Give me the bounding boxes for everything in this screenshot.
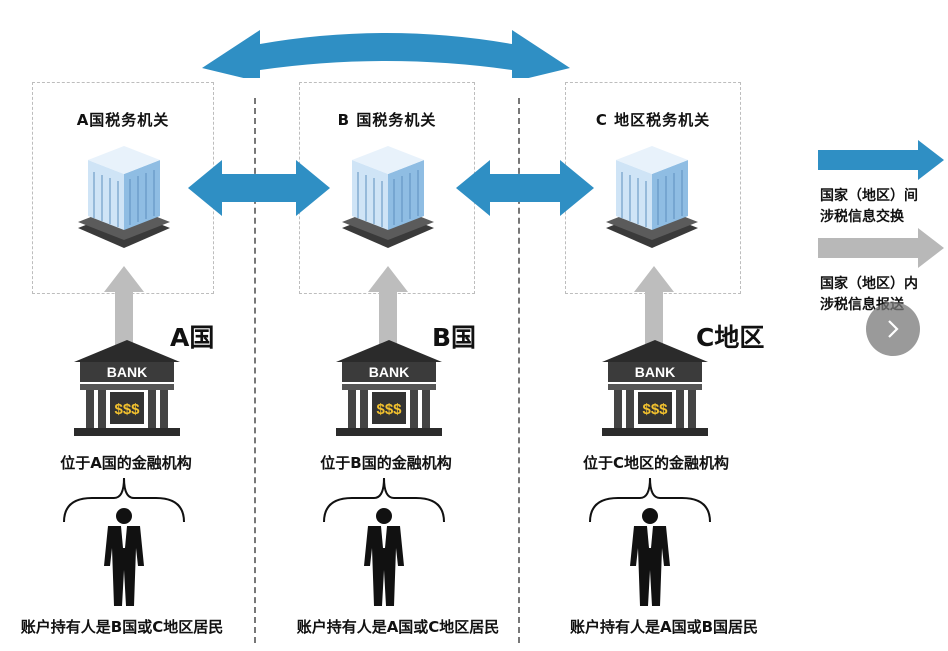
- country-label-c: C地区: [696, 323, 765, 352]
- institution-label-a: 位于A国的金融机构: [60, 454, 192, 472]
- institution-label-c: 位于C地区的金融机构: [582, 454, 729, 472]
- divider-left: [254, 98, 256, 643]
- building-icon: [606, 146, 698, 248]
- bank-money: $$$: [642, 401, 668, 418]
- bank-money: $$$: [376, 401, 402, 418]
- report-arrow-b: [368, 266, 408, 356]
- tax-authority-title: C 地区税务机关: [595, 111, 711, 129]
- building-icon: [342, 146, 434, 248]
- person-icon: [104, 508, 144, 606]
- divider-right: [518, 98, 520, 643]
- legend-exchange-label: 国家（地区）间 涉税信息交换: [820, 188, 918, 225]
- country-label-b: B国: [432, 323, 477, 352]
- account-holder-label-b: 账户持有人是A国或C地区居民: [296, 618, 500, 636]
- account-holder-label-a: 账户持有人是B国或C地区居民: [20, 618, 224, 636]
- top-curved-exchange-arrow: [202, 30, 570, 78]
- bank-sign: BANK: [635, 364, 675, 380]
- report-arrow-c: [634, 266, 674, 356]
- report-arrow-a: [104, 266, 144, 356]
- institution-label-b: 位于B国的金融机构: [320, 454, 452, 472]
- brace-icon: [63, 477, 185, 523]
- brace-icon: [589, 477, 711, 523]
- person-icon: [630, 508, 670, 606]
- tax-authority-title: A国税务机关: [76, 111, 170, 129]
- bank-sign: BANK: [107, 364, 147, 380]
- bank-sign: BANK: [369, 364, 409, 380]
- next-button[interactable]: [866, 302, 920, 356]
- country-label-a: A国: [170, 323, 215, 352]
- brace-icon: [323, 477, 445, 523]
- exchange-arrow-b-c: [456, 160, 594, 216]
- tax-authority-title: B 国税务机关: [337, 111, 437, 129]
- bank-icon: BANK $$$: [336, 340, 442, 436]
- chevron-right-icon: [888, 320, 899, 338]
- person-icon: [364, 508, 404, 606]
- bank-icon: BANK $$$: [602, 340, 708, 436]
- account-holder-label-c: 账户持有人是A国或B国居民: [569, 618, 759, 636]
- exchange-arrow-a-b: [188, 160, 330, 216]
- bank-money: $$$: [114, 401, 140, 418]
- building-icon: [78, 146, 170, 248]
- legend-exchange-arrow: [818, 140, 944, 180]
- legend-report-arrow: [818, 228, 944, 268]
- bank-icon: BANK $$$: [74, 340, 180, 436]
